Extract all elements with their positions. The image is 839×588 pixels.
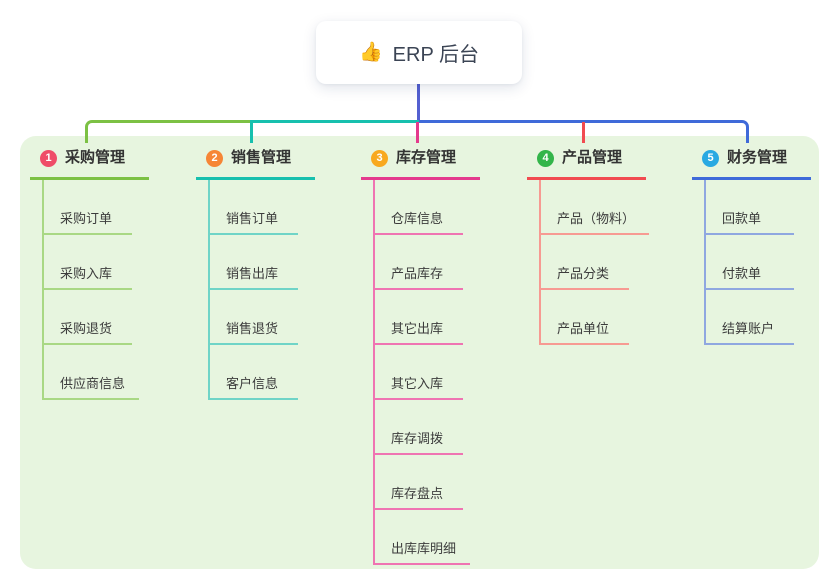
child-node[interactable]: 其它入库 <box>375 345 463 400</box>
branch-label: 产品管理 <box>562 149 623 166</box>
branch-label: 库存管理 <box>396 149 457 166</box>
child-node[interactable]: 客户信息 <box>210 345 298 400</box>
branch: 3 库存管理 仓库信息产品库存其它出库其它入库库存调拨库存盘点出库库明细 <box>361 148 521 565</box>
branch5-connector <box>419 120 749 143</box>
child-node[interactable]: 出库库明细 <box>375 510 471 565</box>
thumbs-up-icon: 👍 <box>359 42 383 63</box>
branch1-connector <box>85 120 253 143</box>
child-node[interactable]: 采购入库 <box>44 235 132 290</box>
branch2-connector <box>250 120 419 143</box>
branch-node[interactable]: 4 产品管理 <box>527 148 646 180</box>
child-node[interactable]: 产品库存 <box>375 235 463 290</box>
branch: 5 财务管理 回款单付款单结算账户 <box>692 148 839 345</box>
child-node[interactable]: 回款单 <box>706 180 794 235</box>
branch-label: 财务管理 <box>727 149 788 166</box>
child-node[interactable]: 销售出库 <box>210 235 298 290</box>
branch-number-badge: 2 <box>206 149 223 167</box>
branch4-connector <box>582 122 585 143</box>
branch-children: 产品（物料）产品分类产品单位 <box>539 180 687 345</box>
root-connector-line <box>417 83 420 122</box>
child-node[interactable]: 采购订单 <box>44 180 132 235</box>
branch-children: 仓库信息产品库存其它出库其它入库库存调拨库存盘点出库库明细 <box>373 180 521 565</box>
branch-children: 回款单付款单结算账户 <box>704 180 839 345</box>
branch-label: 采购管理 <box>65 149 126 166</box>
branch-node[interactable]: 5 财务管理 <box>692 148 811 180</box>
branch: 2 销售管理 销售订单销售出库销售退货客户信息 <box>196 148 356 400</box>
child-node[interactable]: 结算账户 <box>706 290 794 345</box>
branch-number-badge: 5 <box>702 149 719 167</box>
child-node[interactable]: 付款单 <box>706 235 794 290</box>
child-node[interactable]: 其它出库 <box>375 290 463 345</box>
branch-children: 采购订单采购入库采购退货供应商信息 <box>42 180 190 400</box>
child-node[interactable]: 库存盘点 <box>375 455 463 510</box>
branch-number-badge: 1 <box>40 149 57 167</box>
branch-node[interactable]: 2 销售管理 <box>196 148 315 180</box>
branch-node[interactable]: 3 库存管理 <box>361 148 480 180</box>
branches-panel: 1 采购管理 采购订单采购入库采购退货供应商信息 2 销售管理 销售订单销售出库… <box>20 136 819 569</box>
child-node[interactable]: 供应商信息 <box>44 345 140 400</box>
child-node[interactable]: 产品（物料） <box>541 180 650 235</box>
branch-label: 销售管理 <box>231 149 292 166</box>
branch-number-badge: 4 <box>537 149 554 167</box>
branch-node[interactable]: 1 采购管理 <box>30 148 149 180</box>
child-node[interactable]: 销售退货 <box>210 290 298 345</box>
child-node[interactable]: 产品单位 <box>541 290 629 345</box>
branch: 1 采购管理 采购订单采购入库采购退货供应商信息 <box>30 148 190 400</box>
child-node[interactable]: 仓库信息 <box>375 180 463 235</box>
root-node-label: ERP 后台 <box>392 44 479 66</box>
child-node[interactable]: 销售订单 <box>210 180 298 235</box>
branch: 4 产品管理 产品（物料）产品分类产品单位 <box>527 148 687 345</box>
branch-children: 销售订单销售出库销售退货客户信息 <box>208 180 356 400</box>
root-node[interactable]: 👍 ERP 后台 <box>316 21 522 84</box>
child-node[interactable]: 产品分类 <box>541 235 629 290</box>
branch3-connector <box>416 122 419 143</box>
child-node[interactable]: 库存调拨 <box>375 400 463 455</box>
branch-number-badge: 3 <box>371 149 388 167</box>
child-node[interactable]: 采购退货 <box>44 290 132 345</box>
